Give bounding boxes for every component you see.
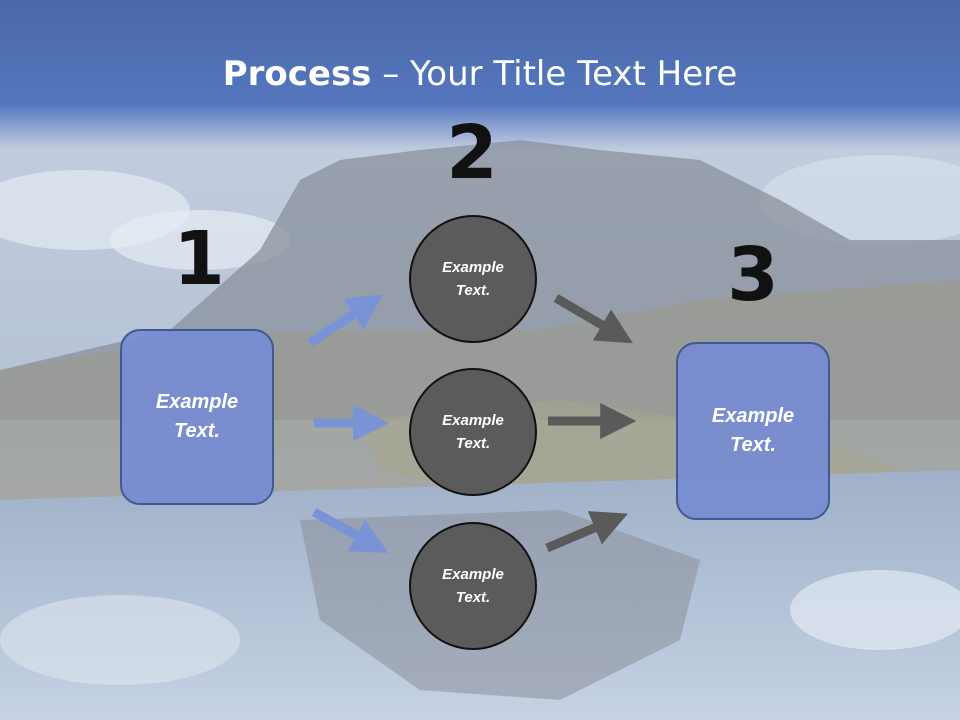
step-number-3: 3 xyxy=(727,232,779,318)
title-band xyxy=(0,0,960,150)
circle-bottom: Example Text. xyxy=(409,522,537,650)
right-box: Example Text. xyxy=(676,342,830,520)
left-box: Example Text. xyxy=(120,329,274,505)
arrow-top-to-right xyxy=(553,294,633,344)
title-rest: – Your Title Text Here xyxy=(371,54,738,94)
arrow-left-to-top xyxy=(307,294,384,347)
circle-middle: Example Text. xyxy=(409,368,537,496)
arrow-bottom-to-right xyxy=(545,511,628,553)
title-bold: Process xyxy=(222,54,372,94)
slide-title: Process – Your Title Text Here xyxy=(0,52,960,96)
step-number-2: 2 xyxy=(446,110,498,196)
step-number-1: 1 xyxy=(173,216,225,302)
arrow-left-to-bottom xyxy=(311,508,389,553)
circle-top: Example Text. xyxy=(409,215,537,343)
